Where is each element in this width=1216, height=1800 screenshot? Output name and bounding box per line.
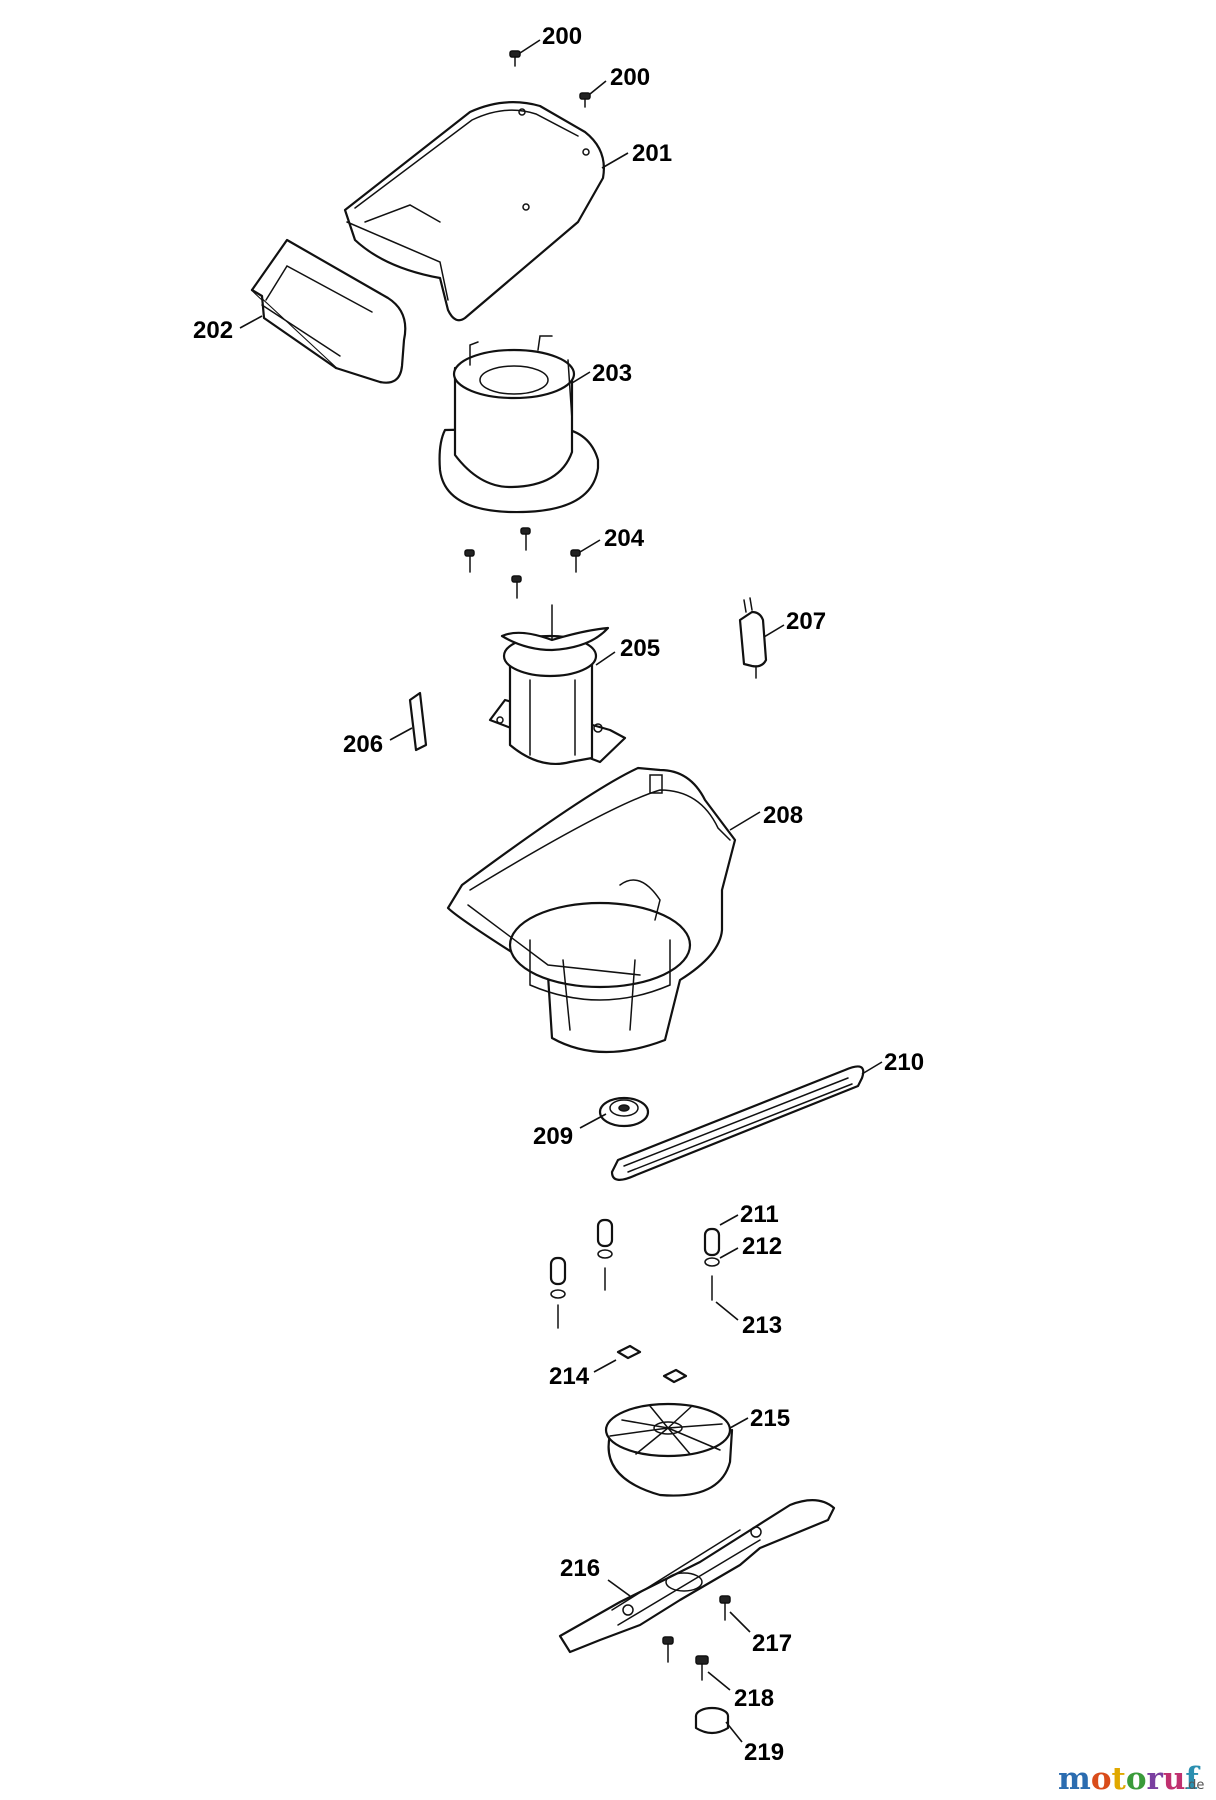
callout-207: 207 (786, 608, 826, 635)
callout-208: 208 (763, 802, 803, 829)
part-219-cap (694, 1706, 730, 1735)
part-204-screws (464, 527, 581, 599)
part-200-screw-a (509, 50, 521, 67)
part-218-screw (695, 1655, 709, 1681)
watermark-letter: f (1185, 1761, 1200, 1797)
callout-203: 203 (592, 360, 632, 387)
part-203-motor-housing (438, 335, 600, 514)
part-206-plate (408, 691, 428, 752)
callout-209: 209 (533, 1123, 573, 1150)
callout-204: 204 (604, 525, 645, 552)
watermark-letter: o (1091, 1761, 1112, 1797)
part-209-bearing (598, 1096, 650, 1128)
callout-206: 206 (343, 731, 383, 758)
part-200-screw-b (579, 92, 591, 108)
part-208-deck-housing (446, 766, 737, 1054)
callout-216: 216 (560, 1555, 600, 1582)
part-214-nuts (616, 1344, 688, 1384)
watermark-letters: motoruf (1058, 1761, 1200, 1797)
callout-210: 210 (884, 1049, 924, 1076)
watermark-logo: motoruf .de (1058, 1761, 1204, 1797)
callout-211: 211 (740, 1201, 779, 1228)
watermark-suffix: .de (1184, 1778, 1204, 1793)
part-201-cover (343, 101, 605, 322)
watermark-letter: m (1058, 1761, 1091, 1797)
callout-205: 205 (620, 635, 660, 662)
callout-212: 212 (742, 1233, 782, 1260)
part-202-chute (250, 238, 407, 384)
callout-214: 214 (549, 1363, 590, 1390)
callout-219: 219 (744, 1739, 784, 1766)
part-210-belt (610, 1065, 865, 1181)
callout-218: 218 (734, 1685, 774, 1712)
callout-200-a: 200 (542, 23, 582, 50)
watermark-letter: r (1147, 1761, 1164, 1797)
part-215-fan (604, 1402, 734, 1497)
callout-215: 215 (750, 1405, 790, 1432)
part-207-capacitor (738, 597, 768, 679)
part-211-213-spacers (549, 1218, 721, 1329)
callout-202: 202 (193, 317, 233, 344)
watermark-letter: u (1163, 1761, 1186, 1797)
watermark-letter: o (1126, 1761, 1147, 1797)
callout-217: 217 (752, 1630, 792, 1657)
part-216-blade (558, 1499, 836, 1654)
watermark-letter: t (1112, 1761, 1127, 1797)
callout-201: 201 (632, 140, 672, 167)
part-217-screws (662, 1595, 731, 1663)
callout-200-b: 200 (610, 64, 650, 91)
part-205-motor (488, 604, 627, 766)
callout-213: 213 (742, 1312, 782, 1339)
